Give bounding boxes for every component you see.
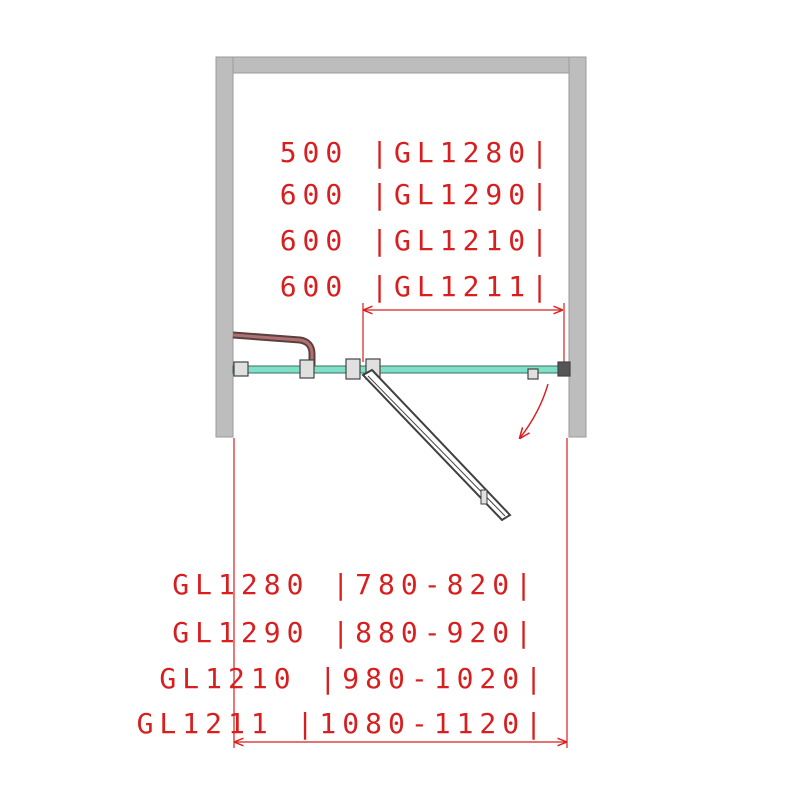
wall-right bbox=[568, 56, 587, 438]
wall-outline bbox=[215, 56, 587, 438]
wall-left bbox=[215, 56, 234, 438]
towel-bar-highlight bbox=[232, 333, 314, 368]
door-opening-label-3: 600 |GL1210| bbox=[280, 224, 554, 257]
clamp-fitting-1 bbox=[299, 359, 315, 379]
total-width-dimension bbox=[233, 438, 568, 748]
total-width-label-1: GL1280 |780-820| bbox=[172, 568, 538, 601]
opened-door bbox=[361, 368, 512, 522]
door-leaf bbox=[361, 368, 512, 522]
wall-top bbox=[215, 56, 587, 74]
door-swing-arrow bbox=[520, 383, 549, 438]
glass-panel bbox=[232, 365, 569, 374]
total-width-label-2: GL1290 |880-920| bbox=[172, 616, 538, 649]
door-handle bbox=[480, 489, 488, 505]
total-width-label-3: GL1210 |980-1020| bbox=[159, 662, 548, 695]
magnet-strip bbox=[527, 368, 539, 380]
door-opening-label-2: 600 |GL1290| bbox=[280, 178, 554, 211]
door-opening-label-1: 500 |GL1280| bbox=[280, 136, 554, 169]
wall-profile-right bbox=[557, 361, 571, 377]
clamp-fitting-2 bbox=[345, 358, 361, 380]
glass-fixed-panel bbox=[232, 365, 569, 374]
door-opening-label-4: 600 |GL1211| bbox=[280, 270, 554, 303]
wall-profile-left bbox=[233, 361, 249, 377]
total-width-labels: GL1280 |780-820| GL1290 |880-920| GL1210… bbox=[137, 568, 548, 740]
door-opening-labels: 500 |GL1280| 600 |GL1290| 600 |GL1210| 6… bbox=[280, 136, 554, 303]
total-width-label-4: GL1211 |1080-1120| bbox=[137, 707, 548, 740]
door-opening-dimension bbox=[362, 303, 565, 362]
